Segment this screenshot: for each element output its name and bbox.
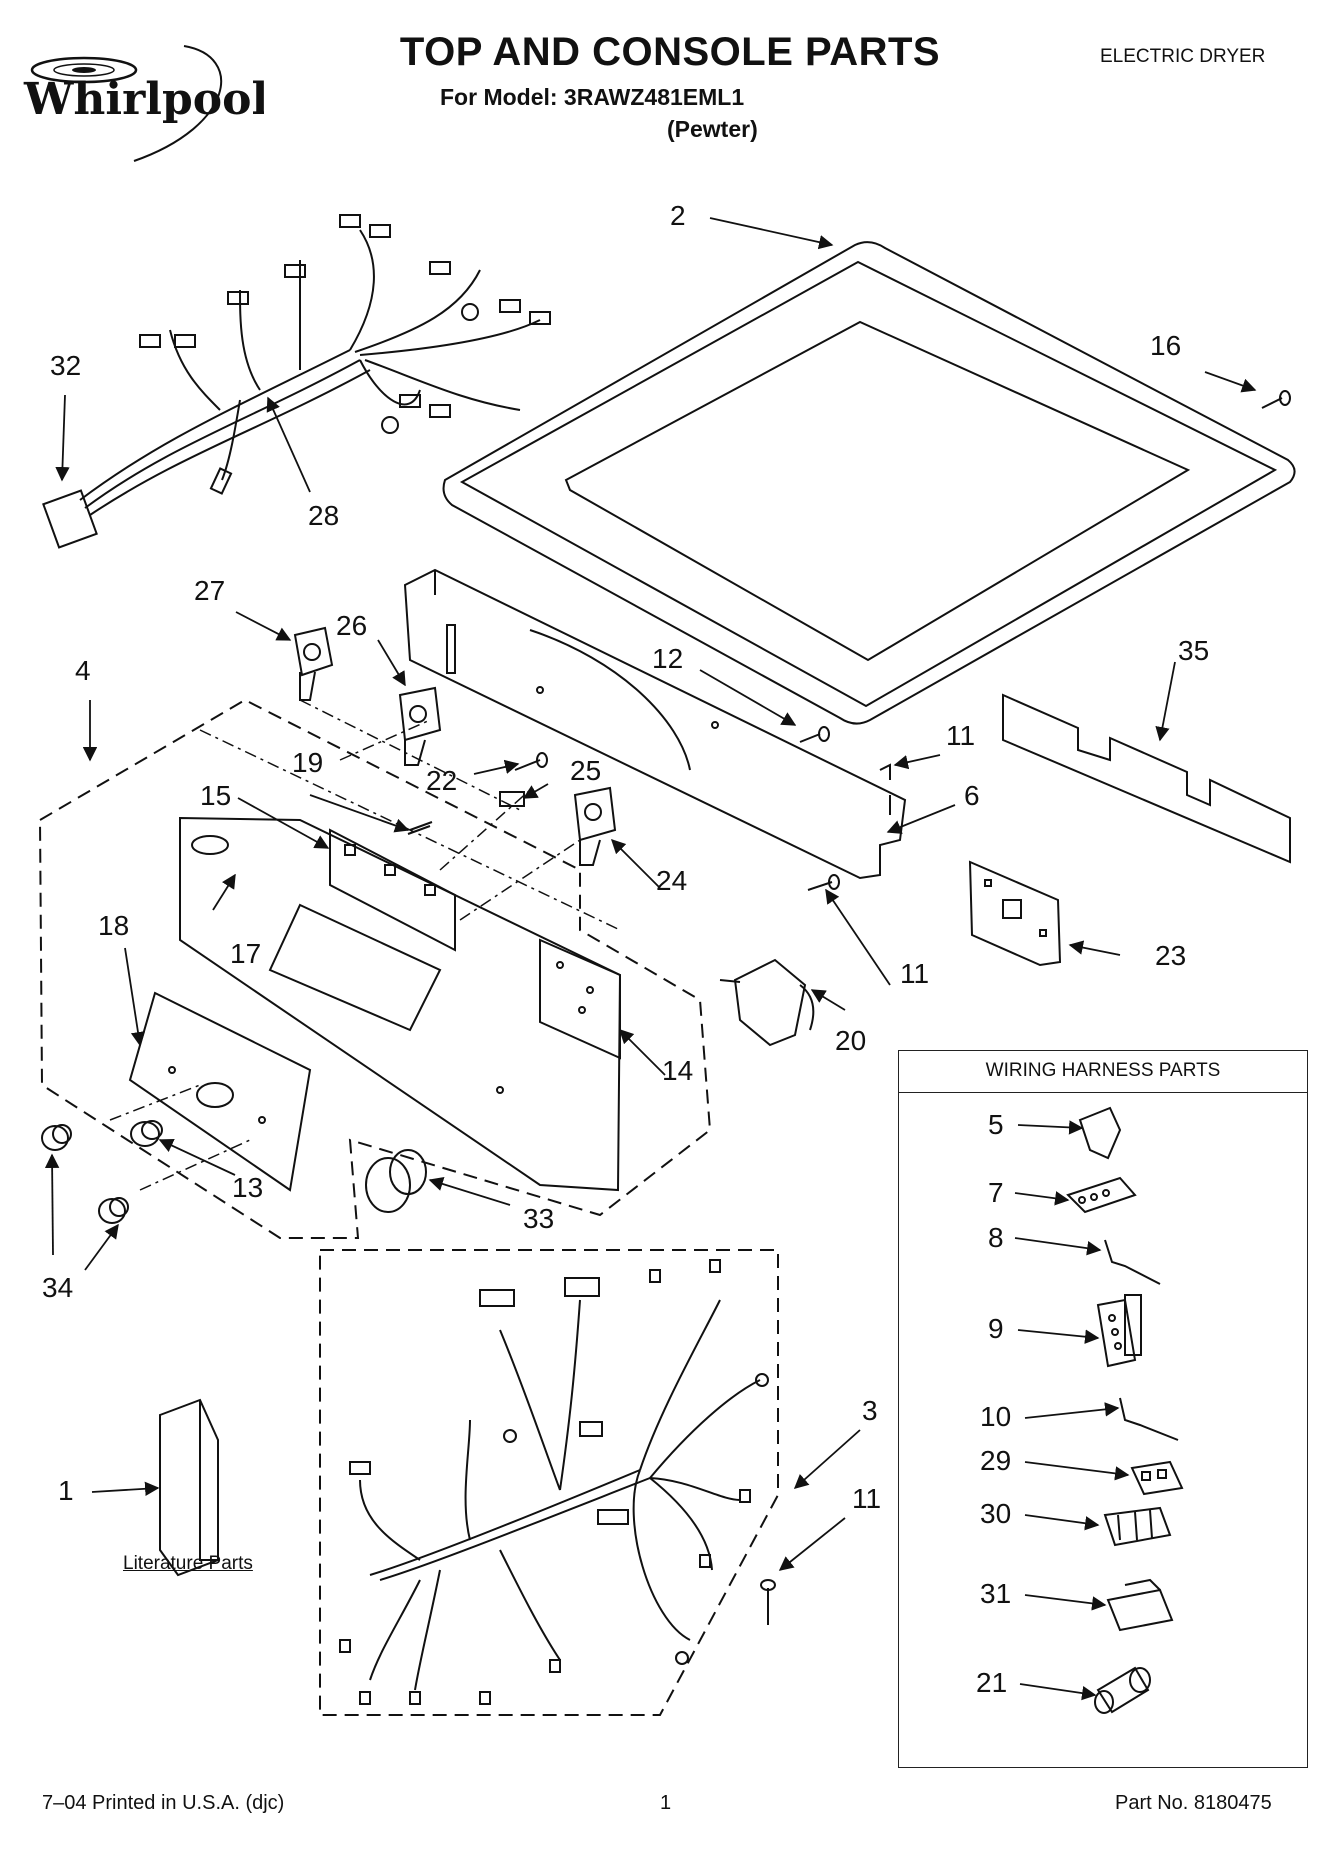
part-screw-11a [879,763,891,815]
callout-33: 33 [523,1203,554,1234]
page-title: TOP AND CONSOLE PARTS [399,30,941,74]
literature-parts-label: Literature Parts [123,1553,253,1574]
part-screw-22 [514,752,548,771]
part-number: Part No. 8180475 [1115,1792,1272,1814]
part-console-panel [179,816,622,1192]
part-terminal-10 [1119,1397,1179,1441]
callout-31: 31 [980,1578,1011,1609]
part-knob-34a [41,1124,72,1151]
part-lower-harness-frame [319,1249,779,1716]
part-screw-16 [1261,390,1291,409]
callout-15: 15 [200,780,231,811]
callout-labels: 2 16 32 28 27 26 4 12 35 11 19 22 25 6 1… [42,200,1209,1698]
callout-22: 22 [426,765,457,796]
part-screw-11b [807,874,840,891]
callout-29: 29 [980,1445,1011,1476]
part-terminal-8 [1104,1239,1161,1285]
part-console-group [38,698,712,1239]
brand-wordmark: Whirlpool [23,74,264,125]
model-number: For Model: 3RAWZ481EML1 [440,84,745,110]
callout-7: 7 [988,1177,1004,1208]
callout-35: 35 [1178,635,1209,666]
part-connector-30 [1103,1506,1172,1547]
part-overlay-14 [539,938,621,1060]
part-insulation [1002,693,1291,864]
callout-3: 3 [862,1395,878,1426]
callout-12: 12 [652,643,683,674]
callout-30: 30 [980,1498,1011,1529]
part-literature [159,1398,219,1577]
callout-11-mid: 11 [900,958,929,989]
callout-18: 18 [98,910,129,941]
part-connector-25 [499,791,525,807]
part-connector-9 [1096,1294,1142,1368]
callout-6: 6 [964,780,980,811]
callout-14: 14 [662,1055,693,1086]
callout-28: 28 [308,500,339,531]
part-board-15 [329,828,456,952]
whirlpool-logo: Whirlpool [23,45,264,162]
part-connector-29 [1130,1460,1184,1496]
part-knob-13 [130,1120,163,1147]
part-screw-19 [407,821,433,835]
assembly-guide-lines [109,699,621,1191]
part-clip-5 [1078,1106,1122,1160]
callout-2: 2 [670,200,686,231]
page-number: 1 [660,1792,672,1814]
part-lower-wire-harness [339,1259,769,1705]
callout-10: 10 [980,1401,1011,1432]
callout-21: 21 [976,1667,1007,1698]
part-control-board [968,860,1062,967]
callout-8: 8 [988,1222,1004,1253]
callout-1: 1 [58,1475,74,1506]
callout-16: 16 [1150,330,1181,361]
callout-24: 24 [656,865,687,896]
callout-23: 23 [1155,940,1186,971]
callout-5: 5 [988,1109,1004,1140]
wiring-harness-parts-box [898,1050,1308,1768]
part-switch-24 [573,786,617,866]
part-fuse-21 [1094,1666,1151,1714]
callout-20: 20 [835,1025,866,1056]
part-screw-12 [799,726,830,743]
print-info: 7–04 Printed in U.S.A. (djc) [42,1792,285,1814]
callout-27: 27 [194,575,225,606]
callout-32: 32 [50,350,81,381]
part-knob-34b [98,1197,129,1224]
part-sensor-20 [719,958,815,1047]
part-connector-7 [1066,1176,1137,1214]
part-knob-trim [128,991,312,1192]
model-color: (Pewter) [667,116,758,142]
callout-leaders [44,217,1257,1701]
callout-26: 26 [336,610,367,641]
part-knob-33 [365,1149,427,1213]
part-screw-11c [760,1579,776,1625]
harness-box-divider [898,1092,1308,1093]
part-switch-27 [293,626,334,701]
callout-4: 4 [75,655,91,686]
part-connector-31 [1106,1578,1174,1632]
appliance-category: ELECTRIC DRYER [1100,46,1266,67]
callout-13: 13 [232,1172,263,1203]
callout-19: 19 [292,747,323,778]
part-console-frame [403,568,907,880]
part-top-panel [442,241,1296,725]
callout-17: 17 [230,938,261,969]
callout-34: 34 [42,1272,73,1303]
callout-9: 9 [988,1313,1004,1344]
callout-11-top: 11 [946,720,975,751]
part-upper-wire-harness [42,214,551,549]
callout-25: 25 [570,755,601,786]
callout-11-bottom: 11 [852,1483,881,1514]
wiring-harness-parts-title: WIRING HARNESS PARTS [985,1060,1221,1081]
